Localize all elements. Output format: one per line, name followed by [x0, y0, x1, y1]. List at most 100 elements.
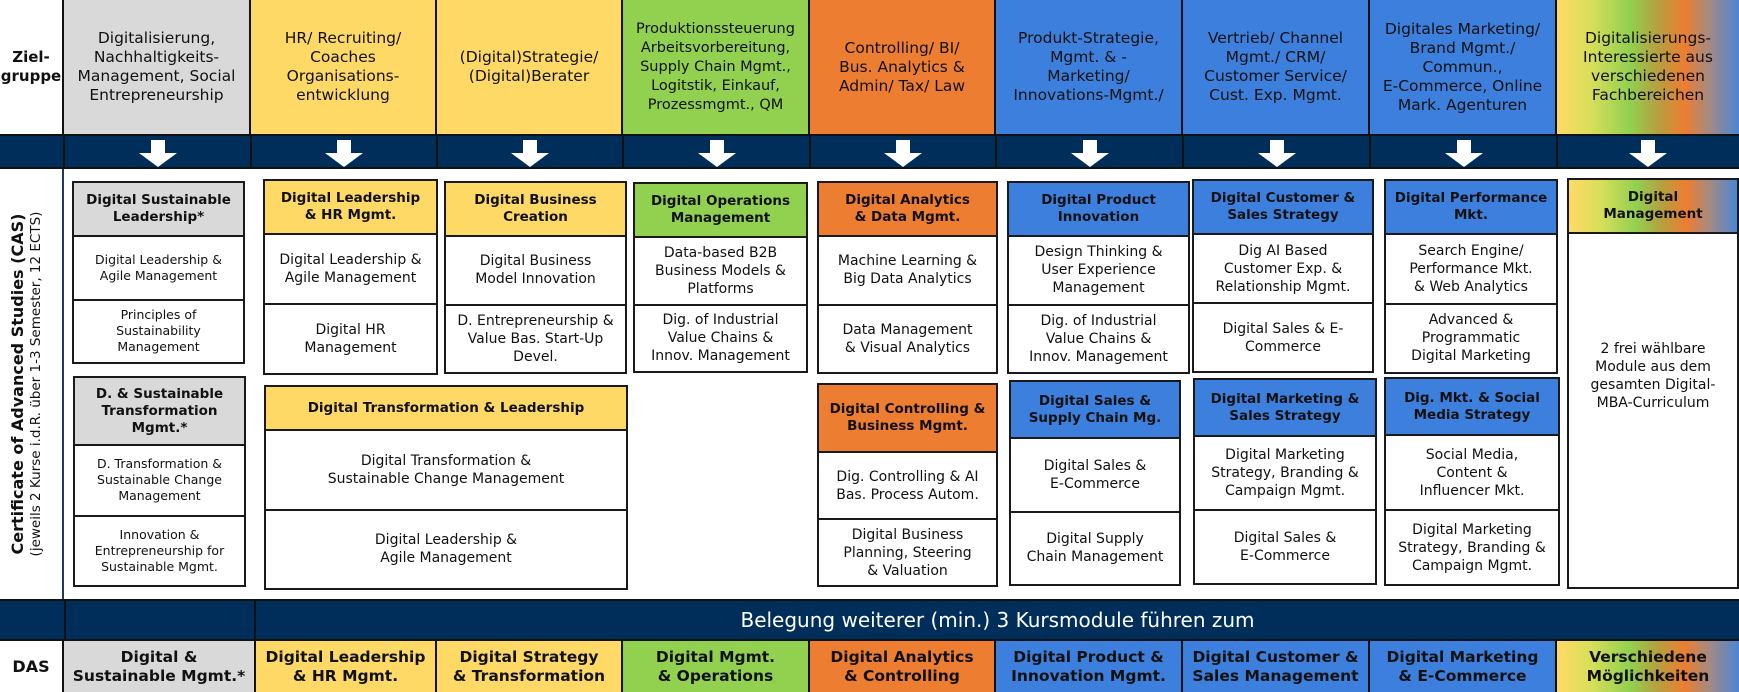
zielgruppe-label: Ziel- gruppe [0, 0, 64, 134]
cas-card-title: Digital Leadership & HR Mgmt. [265, 181, 436, 235]
target-group-hr: HR/ Recruiting/ Coaches Organisations- e… [251, 0, 437, 134]
target-group-vertrieb: Vertrieb/ Channel Mgmt./ CRM/ Customer S… [1183, 0, 1370, 134]
banner-divider [64, 599, 256, 641]
cas-card-title: Digital Transformation & Leadership [266, 387, 626, 431]
down-arrow-icon [1070, 140, 1110, 168]
cas-card-digital-management: Digital Management 2 frei wählbare Module… [1567, 178, 1739, 589]
cas-label: Certificate of Advanced Studies (CAS) (j… [8, 169, 56, 599]
cas-card-module: Digital Leadership & Agile Management [74, 237, 243, 301]
cas-card-title: Digital Sustainable Leadership* [74, 183, 243, 237]
target-group-digitalisierung: Digitalisierung, Nachhaltigkeits- Manage… [64, 0, 251, 134]
cas-card-module: Digital Marketing Strategy, Branding & C… [1195, 437, 1375, 511]
cas-card-title: Digital Marketing & Sales Strategy [1195, 380, 1375, 437]
das-label: DAS [0, 641, 64, 692]
das-strategy-transformation: Digital Strategy & Transformation [437, 641, 623, 692]
down-arrow-icon [510, 140, 550, 168]
down-arrow-icon [1257, 140, 1297, 168]
cas-card-module: Dig. of Industrial Value Chains & Innov.… [1029, 312, 1168, 365]
cas-card-module: Digital Business Model Innovation [446, 237, 625, 306]
column-divider [1182, 134, 1184, 169]
das-product-innovation: Digital Product & Innovation Mgmt. [996, 641, 1183, 692]
cas-card-module: Search Engine/ Performance Mkt. & Web An… [1386, 235, 1556, 305]
cas-card-module: 2 frei wählbare Module aus dem gesamten … [1590, 340, 1716, 411]
cas-card-module: Dig. Controlling & AI Bas. Process Autom… [819, 453, 996, 520]
cas-card-title: Digital Business Creation [446, 183, 625, 237]
column-divider [250, 134, 252, 169]
down-arrow-icon [1444, 140, 1484, 168]
cas-card-sustainable-transformation-mgmt: D. & Sustainable Transformation Mgmt.*D.… [73, 376, 246, 587]
cas-card-module: Digital Leadership & Agile Management [374, 532, 518, 567]
cas-card-title: Digital Management [1569, 180, 1737, 234]
cas-card-module: Data Management & Visual Analytics [842, 321, 973, 356]
cas-card-digital-sales-supply-chain: Digital Sales & Supply Chain Mg. Digital … [1009, 380, 1181, 586]
cas-title: Certificate of Advanced Studies (CAS) [8, 213, 27, 555]
target-group-controlling: Controlling/ BI/ Bus. Analytics & Admin/… [810, 0, 996, 134]
target-group-marketing: Digitales Marketing/ Brand Mgmt./ Commun… [1370, 0, 1557, 134]
target-group-strategie: (Digital)Strategie/ (Digital)Berater [437, 0, 623, 134]
cas-card-title: D. & Sustainable Transformation Mgmt.* [75, 378, 244, 446]
cas-card-title: Digital Operations Management [635, 184, 806, 238]
cas-card-title: Digital Customer & Sales Strategy [1194, 181, 1372, 235]
das-verschiedene: Verschiedene Möglichkeiten [1557, 641, 1739, 692]
cas-card-module: Digital Leadership & Agile Management [265, 235, 436, 305]
column-divider [995, 134, 997, 169]
das-customer-sales: Digital Customer & Sales Management [1183, 641, 1370, 692]
cas-card-module: D. Entrepreneurship & Value Bas. Start-U… [457, 312, 614, 365]
cas-card-module: Digital HR Management [304, 322, 397, 356]
column-divider [1556, 134, 1558, 169]
banner-bar [0, 599, 1739, 641]
down-arrow-icon [1628, 140, 1668, 168]
cas-card-module: Advanced & Programmatic Digital Marketin… [1411, 312, 1531, 365]
cas-card-title: Digital Product Innovation [1009, 183, 1188, 237]
target-group-digitalisierungs-interessierte: Digitalisierungs- Interessierte aus vers… [1557, 0, 1739, 134]
column-divider [622, 134, 624, 169]
das-leadership-hr: Digital Leadership & HR Mgmt. [256, 641, 437, 692]
cas-card-title: Digital Performance Mkt. [1386, 181, 1556, 235]
cas-card-module: Digital Business Planning, Steering & Va… [843, 526, 972, 579]
target-group-produktion: Produktionssteuerung Arbeitsvorbereitung… [623, 0, 810, 134]
cas-card-module: Digital Sales & E-Commerce [1233, 530, 1337, 564]
down-arrow-icon [138, 140, 178, 168]
column-divider [436, 134, 438, 169]
das-digital-sustainable: Digital & Sustainable Mgmt.* [64, 641, 256, 692]
banner-text: Belegung weiterer (min.) 3 Kursmodule fü… [740, 608, 1255, 632]
down-arrow-icon [324, 140, 364, 168]
cas-card-module: Digital Transformation & Sustainable Cha… [266, 431, 626, 511]
cas-card-module: Digital Marketing Strategy, Branding & C… [1398, 521, 1546, 574]
column-divider [63, 134, 65, 169]
das-analytics-controlling: Digital Analytics & Controlling [810, 641, 996, 692]
cas-subtitle: (jeweils 2 Kurse i.d.R. über 1-3 Semeste… [28, 211, 44, 557]
down-arrow-icon [883, 140, 923, 168]
cas-card-module: Dig AI Based Customer Exp. & Relationshi… [1194, 235, 1372, 304]
cas-card-title: Digital Controlling & Business Mgmt. [819, 385, 996, 453]
cas-card-module: Design Thinking & User Experience Manage… [1009, 237, 1188, 306]
cas-card-digital-sustainable-leadership: Digital Sustainable Leadership*Digital L… [72, 181, 245, 364]
cas-card-module: Digital Supply Chain Management [1026, 531, 1164, 566]
target-group-produkt: Produkt-Strategie, Mgmt. & - Marketing/ … [996, 0, 1183, 134]
cas-card-digital-controlling-business: Digital Controlling & Business Mgmt.Dig.… [817, 383, 998, 587]
cas-card-digital-leadership-hr: Digital Leadership & HR Mgmt.Digital Lea… [263, 179, 438, 375]
cas-card-module: Social Media, Content & Influencer Mkt. [1386, 436, 1558, 511]
column-divider [809, 134, 811, 169]
arrow-bar [0, 134, 1739, 169]
cas-label-column: Certificate of Advanced Studies (CAS) (j… [0, 169, 64, 599]
cas-card-module: Machine Learning & Big Data Analytics [819, 237, 996, 306]
down-arrow-icon [697, 140, 737, 168]
cas-card-module: D. Transformation & Sustainable Change M… [75, 446, 244, 517]
cas-card-title: Digital Sales & Supply Chain Mg. [1011, 382, 1179, 439]
cas-card-digital-performance-mkt: Digital Performance Mkt.Search Engine/ P… [1384, 179, 1558, 374]
das-marketing-ecommerce: Digital Marketing & E-Commerce [1370, 641, 1557, 692]
cas-card-title: Dig. Mkt. & Social Media Strategy [1386, 379, 1558, 436]
cas-card-module: Dig. of Industrial Value Chains & Innov.… [651, 312, 790, 365]
cas-card-module: Principles of Sustainability Management [116, 307, 201, 355]
column-divider [1369, 134, 1371, 169]
cas-card-module: Innovation & Entrepreneurship for Sustai… [94, 526, 225, 574]
cas-card-title: Digital Analytics & Data Mgmt. [819, 183, 996, 237]
cas-card-module: Data-based B2B Business Models & Platfor… [635, 238, 806, 306]
